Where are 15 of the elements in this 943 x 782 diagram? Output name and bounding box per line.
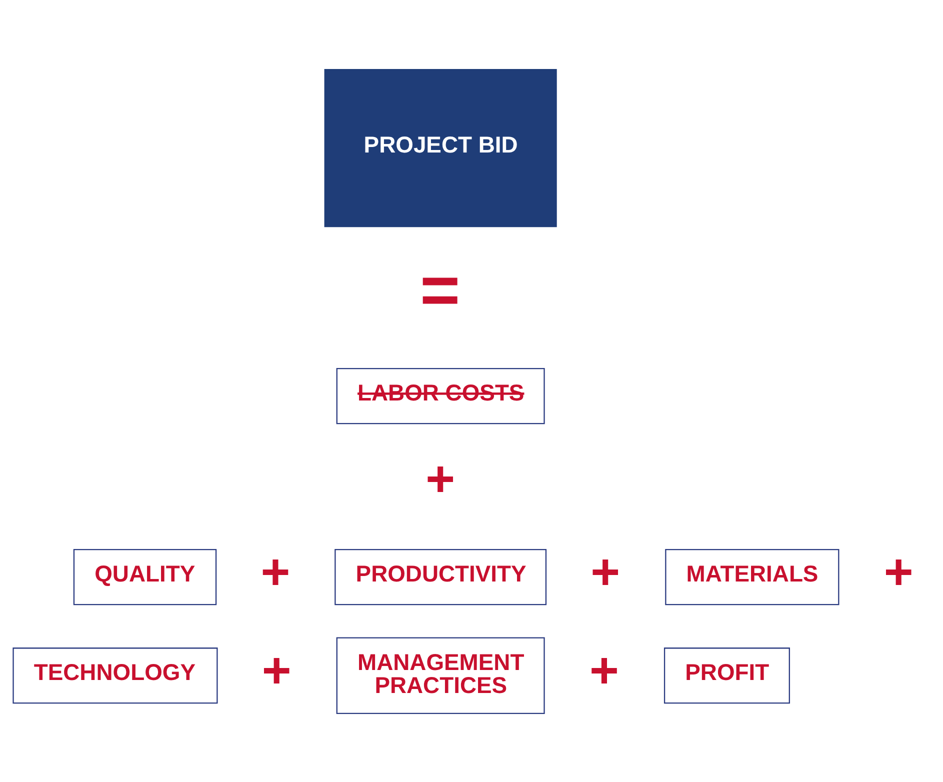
label: + — [884, 542, 914, 600]
label: + — [426, 449, 456, 506]
node-box: LABOR COSTS — [336, 368, 545, 424]
label: + — [260, 542, 290, 600]
node-box: QUALITY — [73, 548, 217, 605]
node-box: MANAGEMENT PRACTICES — [336, 636, 545, 714]
node-box: PROFIT — [664, 647, 790, 704]
label: + — [262, 640, 292, 698]
node-box: MATERIALS — [665, 548, 840, 605]
node-box: PROJECT BID — [324, 68, 557, 227]
label: + — [590, 640, 619, 698]
node-box: PRODUCTIVITY — [334, 548, 547, 605]
label: + — [590, 542, 620, 600]
node-box: TECHNOLOGY — [12, 647, 218, 704]
label: = — [420, 251, 460, 328]
